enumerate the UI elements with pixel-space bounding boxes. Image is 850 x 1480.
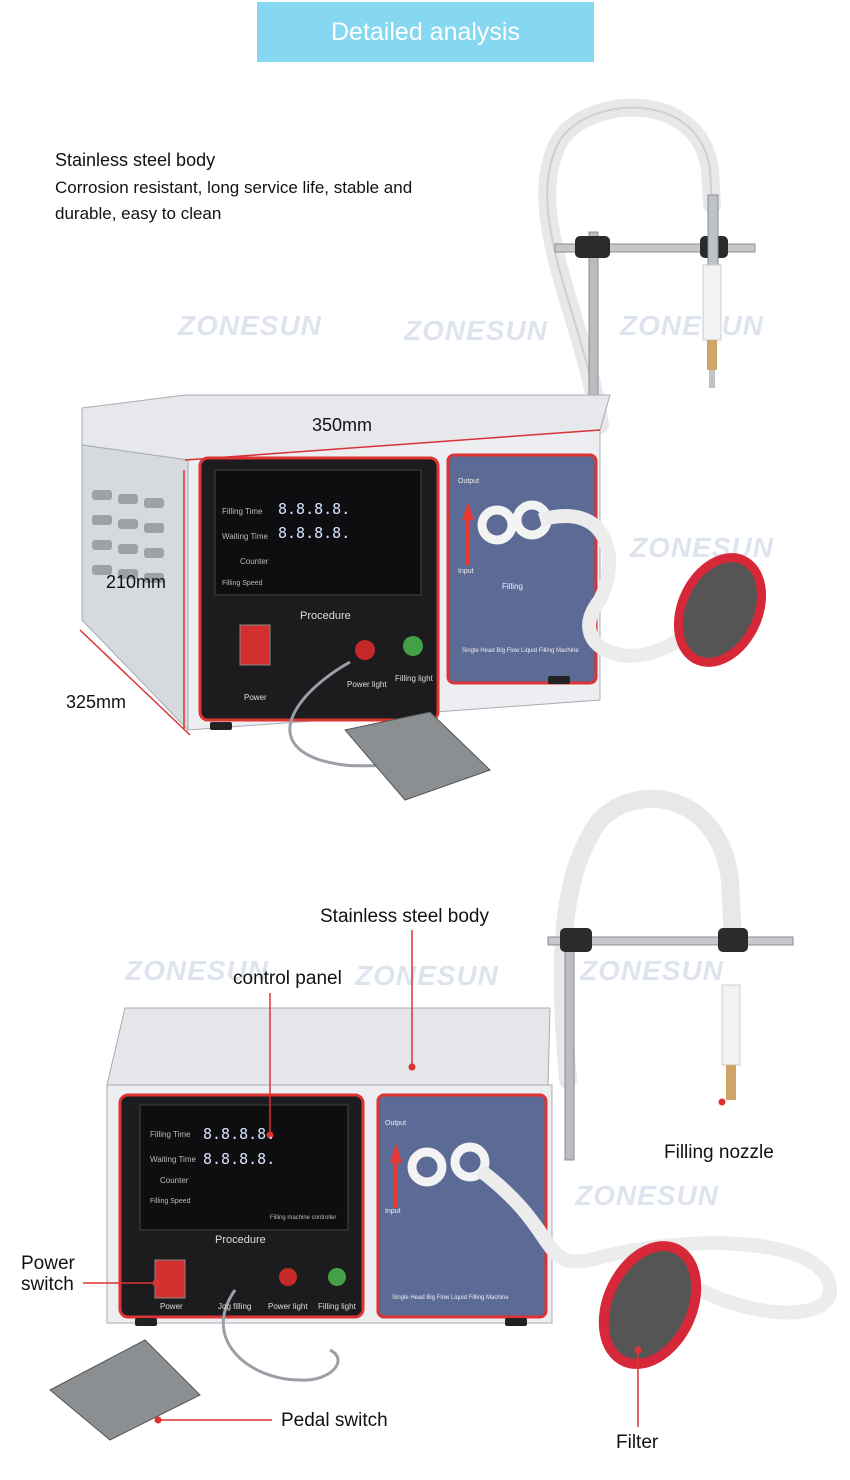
callout-filter: Filter — [616, 1432, 659, 1453]
display-readout: 8.8.8.8. — [278, 524, 351, 542]
banner-title: Detailed analysis — [331, 17, 520, 46]
display-readout: 8.8.8.8. — [278, 500, 351, 518]
panel-input: Input — [458, 568, 474, 575]
panel-filling-speed: Filling Speed — [150, 1198, 191, 1205]
panel-power: Power — [160, 1302, 183, 1311]
panel-output: Output — [385, 1120, 407, 1127]
panel-filling-time: Filling Time — [150, 1130, 191, 1139]
panel-procedure: Procedure — [300, 610, 351, 622]
body-description-line-1: Corrosion resistant, long service life, … — [55, 178, 413, 197]
callout-filling-nozzle: Filling nozzle — [664, 1142, 774, 1163]
watermark: ZONESUN — [620, 310, 764, 341]
body-heading: Stainless steel body — [55, 150, 216, 170]
watermark: ZONESUN — [125, 955, 269, 986]
watermark: ZONESUN — [178, 310, 322, 341]
callout-power-switch-1: Power — [21, 1253, 75, 1274]
callout-stainless-body: Stainless steel body — [320, 906, 489, 927]
nozzle-hose — [702, 264, 722, 341]
watermark: ZONESUN — [355, 960, 499, 991]
panel-power: Power — [244, 693, 267, 702]
panel-filling-time: Filling Time — [222, 507, 263, 516]
callout-pedal-switch: Pedal switch — [281, 1410, 388, 1431]
watermark: ZONESUN — [580, 955, 724, 986]
panel-power-light: Power light — [268, 1302, 308, 1311]
panel-waiting-time: Waiting Time — [150, 1155, 196, 1164]
body-description-line-2: durable, easy to clean — [55, 204, 222, 223]
section-banner: Detailed analysis — [257, 2, 594, 62]
power-light — [355, 640, 375, 660]
dimension-width: 350mm — [312, 415, 373, 435]
filter — [673, 553, 767, 667]
panel-filling-speed: Filling Speed — [222, 580, 263, 587]
watermark: ZONESUN — [404, 315, 548, 346]
pedal-switch — [344, 711, 491, 801]
panel-waiting-time: Waiting Time — [222, 532, 268, 541]
display-readout: 8.8.8.8. — [203, 1150, 276, 1168]
crossbar — [554, 243, 756, 253]
panel-power-light: Power light — [347, 680, 387, 689]
display-panel — [214, 469, 422, 596]
callout-power-switch-2: switch — [21, 1274, 74, 1295]
panel-jog-filling: Jog filling — [218, 1302, 252, 1311]
panel-counter: Counter — [160, 1176, 189, 1185]
panel-input: Input — [385, 1208, 401, 1215]
panel-machine-name: Single Head Big Flow Liquid Filling Mach… — [462, 648, 579, 654]
clamp — [575, 236, 610, 258]
watermark: ZONESUN — [630, 532, 774, 563]
display-readout: 8.8.8.8. — [203, 1125, 276, 1143]
hose — [538, 98, 721, 434]
filling-nozzle — [707, 340, 717, 370]
watermark: ZONESUN — [575, 1180, 719, 1211]
panel-filling-light: Filling light — [395, 674, 433, 683]
panel-procedure: Procedure — [215, 1234, 266, 1246]
panel-controller: Filling machine controller — [270, 1215, 337, 1221]
power-switch — [239, 624, 271, 666]
panel-filling-light: Filling light — [318, 1302, 356, 1311]
panel-filling: Filling — [502, 582, 523, 591]
panel-machine-name: Single Head Big Flow Liquid Filling Mach… — [392, 1295, 509, 1301]
callout-control-panel: control panel — [233, 968, 342, 989]
panel-counter: Counter — [240, 557, 269, 566]
dimension-height: 210mm — [106, 572, 167, 592]
dimension-depth: 325mm — [66, 692, 127, 712]
filling-light — [403, 636, 423, 656]
panel-output: Output — [458, 478, 480, 485]
